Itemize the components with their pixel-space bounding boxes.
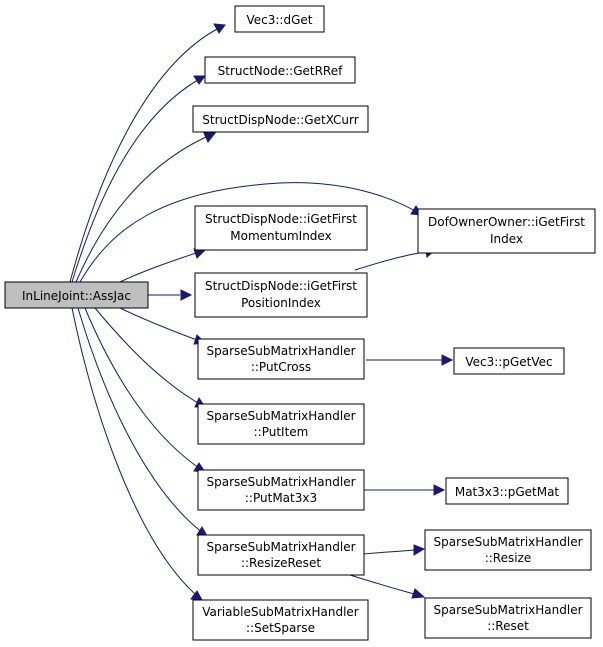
node-structdispnode-igetfirstpositionindex[interactable]: StructDispNode::iGetFirst PositionIndex — [194, 272, 368, 318]
edge-root-to-variablesubmatrixhandler-setsparse — [71, 307, 203, 601]
edge-root-to-sparsesubmatrixhandler-putitem — [94, 307, 206, 408]
edge-putmat3x3-to-mat3x3-pgetmat — [364, 484, 446, 496]
node-dofownerowner-line2: Index — [490, 232, 523, 246]
node-reset-line2: ::Reset — [487, 619, 529, 633]
node-setsparse-line2: ::SetSparse — [246, 621, 315, 635]
node-sparsesubmatrixhandler-putitem[interactable]: SparseSubMatrixHandler ::PutItem — [197, 403, 365, 445]
node-structdispnode-getxcurr-label: StructDispNode::GetXCurr — [202, 113, 358, 127]
node-putmat3x3-line1: SparseSubMatrixHandler — [206, 475, 355, 489]
edge-root-to-vec3-dget — [69, 23, 226, 283]
node-mat3x3-pgetmat-label: Mat3x3::pGetMat — [455, 485, 560, 499]
node-putitem-line2: ::PutItem — [254, 425, 309, 439]
node-reset-line1: SparseSubMatrixHandler — [433, 603, 582, 617]
node-vec3-pgetvec-label: Vec3::pGetVec — [465, 355, 552, 369]
edge-root-to-sparsesubmatrixhandler-resizereset — [77, 307, 208, 537]
node-resizereset-line1: SparseSubMatrixHandler — [206, 540, 355, 554]
node-momentumindex-line2: MomentumIndex — [230, 229, 331, 243]
node-sparsesubmatrixhandler-reset[interactable]: SparseSubMatrixHandler ::Reset — [424, 597, 592, 639]
node-vec3-dget[interactable]: Vec3::dGet — [234, 5, 325, 33]
node-setsparse-line1: VariableSubMatrixHandler — [202, 605, 359, 619]
edge-putcross-to-vec3-pgetvec — [366, 354, 454, 366]
node-positionindex-line1: StructDispNode::iGetFirst — [205, 279, 357, 293]
edge-resizereset-to-reset — [349, 574, 426, 599]
node-resizereset-line2: ::ResizeReset — [241, 556, 321, 570]
node-dofownerowner-igetfirstindex[interactable]: DofOwnerOwner::iGetFirst Index — [417, 208, 596, 254]
edge-root-to-structdispnode-getxcurr — [75, 132, 217, 283]
node-vec3-pgetvec[interactable]: Vec3::pGetVec — [453, 347, 565, 375]
edge-root-to-sparsesubmatrixhandler-putmat3x3 — [84, 307, 206, 473]
edge-root-to-structdispnode-igetfirstpositionindex — [148, 289, 193, 301]
node-positionindex-line2: PositionIndex — [241, 296, 321, 310]
node-sparsesubmatrixhandler-resizereset[interactable]: SparseSubMatrixHandler ::ResizeReset — [197, 534, 365, 576]
node-sparsesubmatrixhandler-putcross[interactable]: SparseSubMatrixHandler ::PutCross — [197, 338, 365, 380]
node-sparsesubmatrixhandler-resize[interactable]: SparseSubMatrixHandler ::Resize — [424, 529, 592, 571]
node-resize-line2: ::Resize — [485, 551, 532, 565]
edge-resizereset-to-resize — [363, 544, 426, 556]
node-putmat3x3-line2: ::PutMat3x3 — [245, 491, 317, 505]
node-momentumindex-line1: StructDispNode::iGetFirst — [205, 212, 357, 226]
node-mat3x3-pgetmat[interactable]: Mat3x3::pGetMat — [445, 477, 569, 505]
node-variablesubmatrixhandler-setsparse[interactable]: VariableSubMatrixHandler ::SetSparse — [192, 599, 369, 641]
node-dofownerowner-line1: DofOwnerOwner::iGetFirst — [428, 215, 585, 229]
node-root[interactable]: InLineJoint::AssJac — [4, 281, 149, 309]
edge-root-to-sparsesubmatrixhandler-putcross — [119, 307, 207, 345]
node-structnode-getrref-label: StructNode::GetRRef — [218, 64, 343, 78]
node-structdispnode-getxcurr[interactable]: StructDispNode::GetXCurr — [192, 105, 369, 133]
node-resize-line1: SparseSubMatrixHandler — [433, 535, 582, 549]
node-sparsesubmatrixhandler-putmat3x3[interactable]: SparseSubMatrixHandler ::PutMat3x3 — [197, 469, 365, 511]
node-vec3-dget-label: Vec3::dGet — [247, 13, 313, 27]
node-putcross-line1: SparseSubMatrixHandler — [206, 344, 355, 358]
edge-root-to-structdispnode-igetfirstmomentumindex — [119, 248, 207, 283]
node-structnode-getrref[interactable]: StructNode::GetRRef — [204, 56, 356, 84]
node-putitem-line1: SparseSubMatrixHandler — [206, 409, 355, 423]
node-putcross-line2: ::PutCross — [251, 360, 311, 374]
node-root-label: InLineJoint::AssJac — [22, 289, 131, 303]
edge-root-to-structnode-getrref — [71, 75, 206, 283]
node-structdispnode-igetfirstmomentumindex[interactable]: StructDispNode::iGetFirst MomentumIndex — [194, 205, 368, 251]
